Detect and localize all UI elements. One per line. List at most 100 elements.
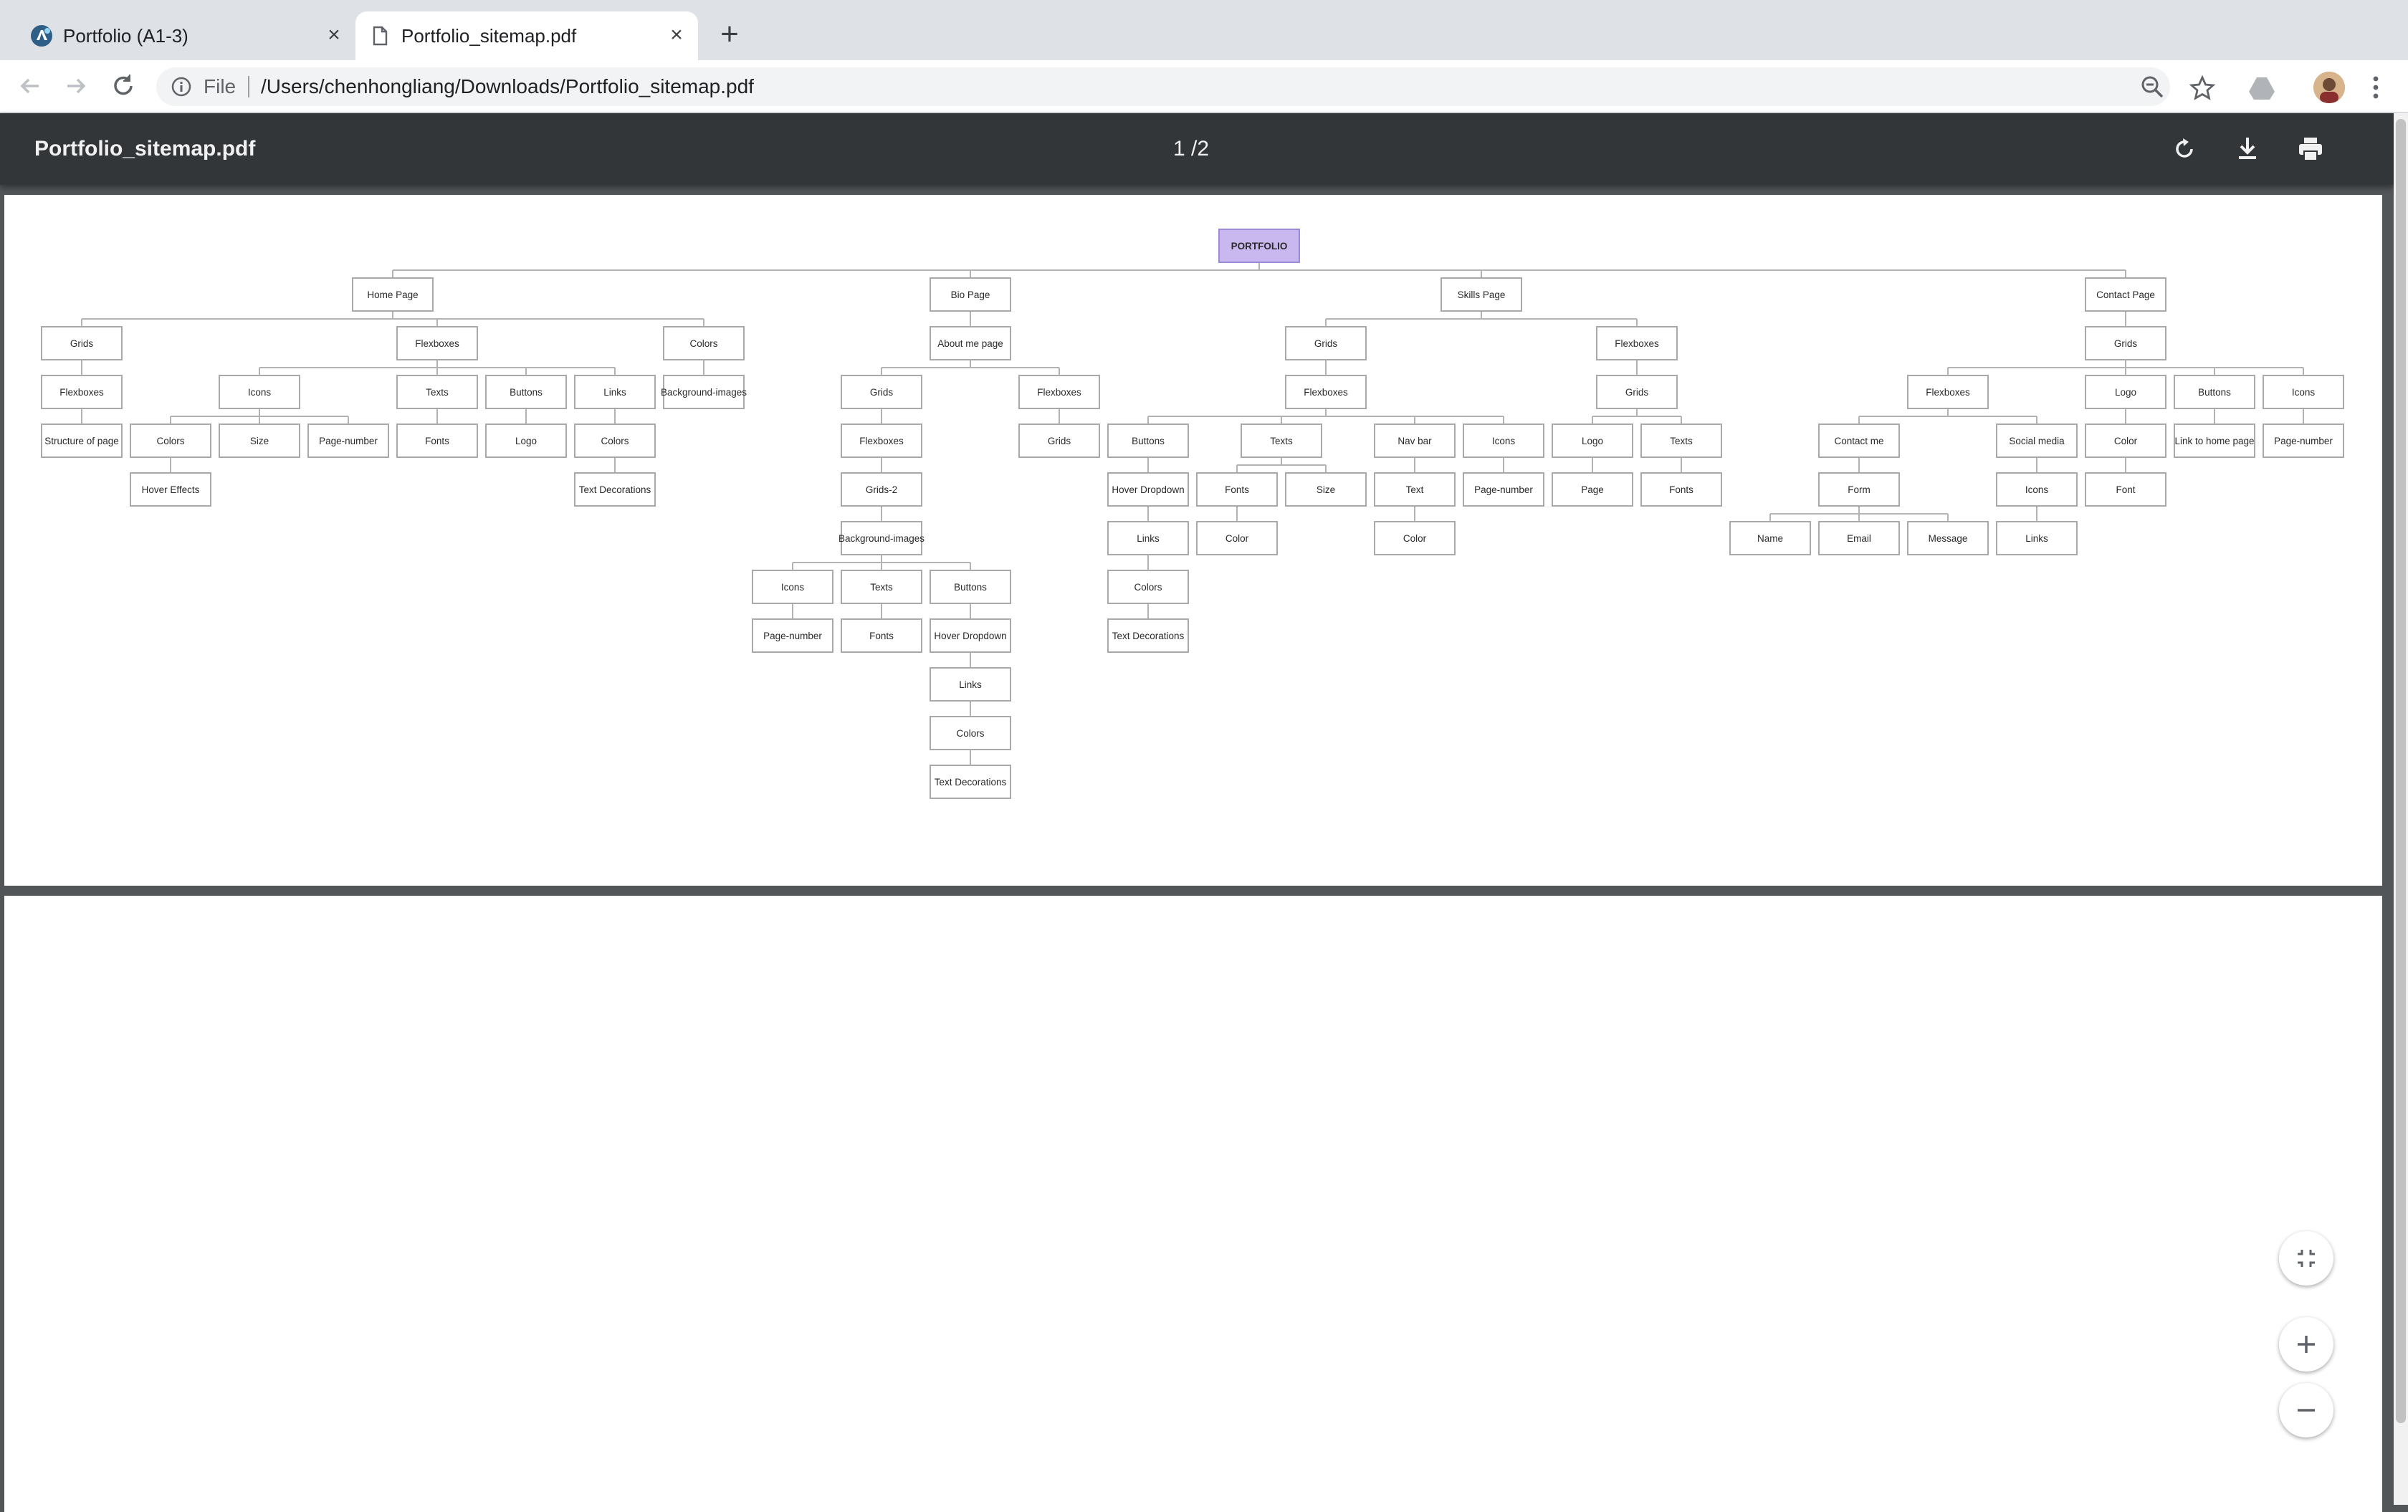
print-icon[interactable] (2293, 132, 2328, 166)
tab-strip: Portfolio (A1-3) × Portfolio_sitemap.pdf… (0, 0, 2408, 60)
zoom-out-magnifier-icon[interactable] (2140, 75, 2164, 99)
tab-portfolio[interactable]: Portfolio (A1-3) × (17, 11, 355, 60)
sitemap-node-box (2085, 326, 2166, 360)
sitemap-node-box (2085, 472, 2166, 507)
page-indicator[interactable]: 1 /2 (1172, 137, 1210, 161)
sitemap-node-box (1374, 424, 1456, 458)
sitemap-node-fonts: Fonts (396, 424, 478, 458)
sitemap-node-text-decorations: Text Decorations (930, 765, 1011, 799)
sitemap-node-flexboxes: Flexboxes (841, 424, 922, 458)
sitemap-node-label: Text (1406, 484, 1424, 495)
bookmark-star-icon[interactable] (2189, 75, 2216, 102)
sitemap-node-label: Grids (70, 338, 94, 349)
sitemap-node-label: PORTFOLIO (1231, 241, 1288, 252)
rotate-icon[interactable] (2167, 132, 2202, 166)
new-tab-plus-icon[interactable]: + (720, 16, 739, 52)
address-bar[interactable]: File /Users/chenhongliang/Downloads/Port… (156, 67, 2170, 106)
sitemap-node-links: Links (1996, 521, 2078, 555)
sitemap-node-box (574, 424, 656, 458)
sitemap-node-label: Email (1847, 533, 1871, 544)
scrollbar-thumb[interactable] (2396, 119, 2406, 1423)
download-icon[interactable] (2230, 132, 2265, 166)
sitemap-node-fonts: Fonts (841, 618, 922, 653)
sitemap-node-box (1285, 375, 1367, 409)
zoom-out-button[interactable] (2279, 1383, 2333, 1437)
sitemap-node-box (41, 326, 123, 360)
close-tab-icon[interactable]: × (670, 23, 683, 47)
sitemap-node-label: Flexboxes (415, 338, 459, 349)
sitemap-node-label: Grids (2114, 338, 2138, 349)
sitemap-node-skills-page: Skills Page (1440, 277, 1522, 312)
drive-extension-icon[interactable] (2247, 75, 2276, 102)
sitemap-node-box (2085, 375, 2166, 409)
sitemap-node-label: Colors (689, 338, 717, 349)
sitemap-node-label: Color (1226, 533, 1249, 544)
sitemap-node-nav-bar: Nav bar (1374, 424, 1456, 458)
sitemap-node-text-decorations: Text Decorations (574, 472, 656, 507)
forward-arrow-icon[interactable] (60, 70, 92, 102)
sitemap-node-box (2174, 375, 2255, 409)
sitemap-node-label: Text Decorations (935, 777, 1007, 788)
sitemap-node-box (1818, 472, 1900, 507)
sitemap-node-label: Page-number (319, 436, 378, 446)
sitemap-node-grids: Grids (41, 326, 123, 360)
sitemap-node-label: Page (1581, 484, 1604, 495)
profile-avatar[interactable] (2313, 72, 2345, 103)
info-icon[interactable] (171, 76, 192, 97)
sitemap-node-texts: Texts (396, 375, 478, 409)
connector-line (1947, 360, 2304, 375)
sitemap-node-box (396, 375, 478, 409)
sitemap-node-box (1907, 521, 1989, 555)
sitemap-node-label: Texts (870, 582, 893, 593)
sitemap-node-box (841, 618, 922, 653)
sitemap-node-label: Colors (601, 436, 629, 446)
sitemap-node-box (1285, 472, 1367, 507)
zoom-out-icon (2298, 1409, 2315, 1412)
sitemap-node-label: About me page (937, 338, 1003, 349)
sitemap-node-font: Font (2085, 472, 2166, 507)
back-arrow-icon[interactable] (14, 70, 46, 102)
sitemap-node-background-images: Background-images (661, 375, 747, 409)
fit-to-page-button[interactable] (2279, 1231, 2333, 1286)
sitemap-node-box (352, 277, 434, 312)
sitemap-node-logo: Logo (2085, 375, 2166, 409)
sitemap-node-box (1552, 424, 1633, 458)
sitemap-node-box (130, 472, 211, 507)
sitemap-node-box (841, 424, 922, 458)
sitemap-node-box (1996, 424, 2078, 458)
sitemap-node-size: Size (1285, 472, 1367, 507)
sitemap-node-icons: Icons (752, 570, 833, 604)
sitemap-node-name: Name (1729, 521, 1811, 555)
tab-sitemap-pdf[interactable]: Portfolio_sitemap.pdf × (355, 11, 698, 60)
more-menu-icon[interactable] (2365, 73, 2386, 102)
sitemap-node-page-number: Page-number (1463, 472, 1544, 507)
sitemap-node-box (1107, 570, 1189, 604)
sitemap-node-label: Grids (1314, 338, 1338, 349)
sitemap-node-box (1596, 326, 1678, 360)
sitemap-node-box (307, 424, 389, 458)
sitemap-node-box (1107, 521, 1189, 555)
browser-toolbar: File /Users/chenhongliang/Downloads/Port… (0, 60, 2408, 113)
sitemap-node-color: Color (2085, 424, 2166, 458)
url-text[interactable]: /Users/chenhongliang/Downloads/Portfolio… (261, 75, 754, 97)
sitemap-node-background-images: Background-images (838, 521, 924, 555)
reload-icon[interactable] (108, 70, 139, 102)
sitemap-node-page-number: Page-number (2263, 424, 2344, 458)
sitemap-node-label: Flexboxes (859, 436, 904, 446)
sitemap-node-page-number: Page-number (307, 424, 389, 458)
sitemap-node-box (930, 618, 1011, 653)
sitemap-node-label: Flexboxes (1615, 338, 1659, 349)
sitemap-node-label: Flexboxes (1037, 387, 1081, 398)
tab-title: Portfolio_sitemap.pdf (401, 25, 577, 47)
sitemap-node-label: Flexboxes (1304, 387, 1348, 398)
sitemap-node-grids: Grids (1596, 375, 1678, 409)
sitemap-node-box (396, 326, 478, 360)
sitemap-node-box (1729, 521, 1811, 555)
sitemap-node-label: Grids-2 (866, 484, 897, 495)
sitemap-node-box (841, 521, 922, 555)
zoom-in-button[interactable] (2279, 1317, 2333, 1372)
sitemap-node-label: Links (1137, 533, 1160, 544)
sitemap-node-box (930, 326, 1011, 360)
close-tab-icon[interactable]: × (328, 23, 340, 47)
sitemap-node-box (1552, 472, 1633, 507)
